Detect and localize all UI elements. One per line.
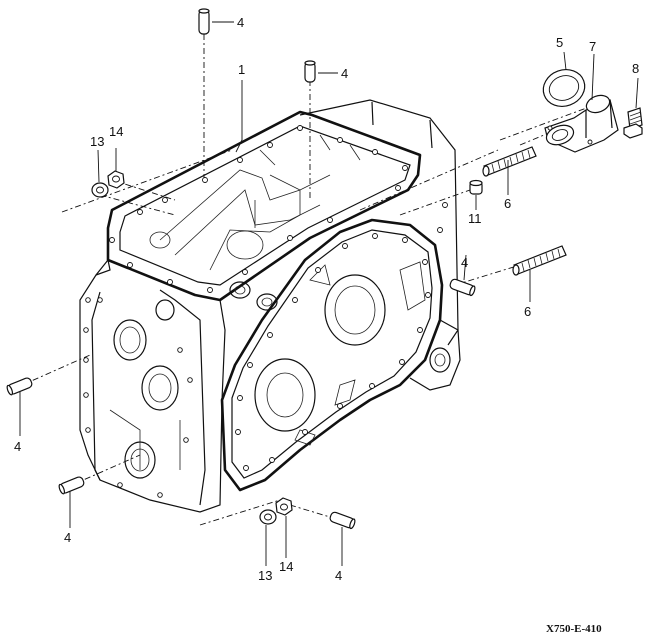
- callout-labels: 1 4 4 4 4 4 4 5 6 6 7 8 11 13 14 13 14 X…: [14, 15, 639, 635]
- nut-top: [107, 170, 125, 189]
- washer-top: [91, 182, 109, 198]
- dowel-pin-right: [449, 278, 476, 297]
- callout-1: 1: [238, 62, 245, 77]
- callout-13-top: 13: [90, 134, 104, 149]
- cover-flange: [220, 202, 461, 492]
- dowel-pin-top-center: [304, 60, 316, 83]
- dowel-pin-left: [6, 377, 33, 396]
- callout-4-upper: 4: [341, 66, 348, 81]
- rim-bolt-holes: [109, 125, 408, 293]
- callout-6-lower: 6: [524, 304, 531, 319]
- bolt: [623, 107, 643, 139]
- callout-4-right: 4: [461, 255, 468, 270]
- dowel-pin-top-left: [198, 8, 210, 35]
- left-face-bolt-holes: [83, 297, 193, 498]
- callout-7: 7: [589, 39, 596, 54]
- bearing-sleeve: [544, 94, 619, 153]
- callout-4-bottom: 4: [335, 568, 342, 583]
- plug: [469, 179, 483, 195]
- dowel-pin-lower-left: [58, 476, 85, 495]
- callout-14-top: 14: [109, 124, 123, 139]
- washer-bottom: [259, 509, 277, 525]
- stud-upper: [482, 146, 537, 177]
- callout-4-top: 4: [237, 15, 244, 30]
- callout-14-bottom: 14: [279, 559, 293, 574]
- cover-bolt-holes: [235, 233, 431, 471]
- callout-4-left: 4: [14, 439, 21, 454]
- dowel-pin-bottom: [329, 511, 356, 530]
- callout-11: 11: [468, 211, 482, 226]
- callout-4-lower-left: 4: [64, 530, 71, 545]
- transmission-housing: [79, 99, 459, 513]
- callout-6-upper: 6: [504, 196, 511, 211]
- left-face-bores: [109, 299, 181, 479]
- stud-lower: [512, 245, 567, 276]
- leader-lines: [19, 21, 639, 566]
- callout-13-bottom: 13: [258, 568, 272, 583]
- seal-ring: [542, 69, 586, 107]
- drawing-code: X750-E-410: [546, 623, 602, 635]
- callout-5: 5: [556, 35, 563, 50]
- nut-bottom: [275, 497, 293, 516]
- callout-8: 8: [632, 61, 639, 76]
